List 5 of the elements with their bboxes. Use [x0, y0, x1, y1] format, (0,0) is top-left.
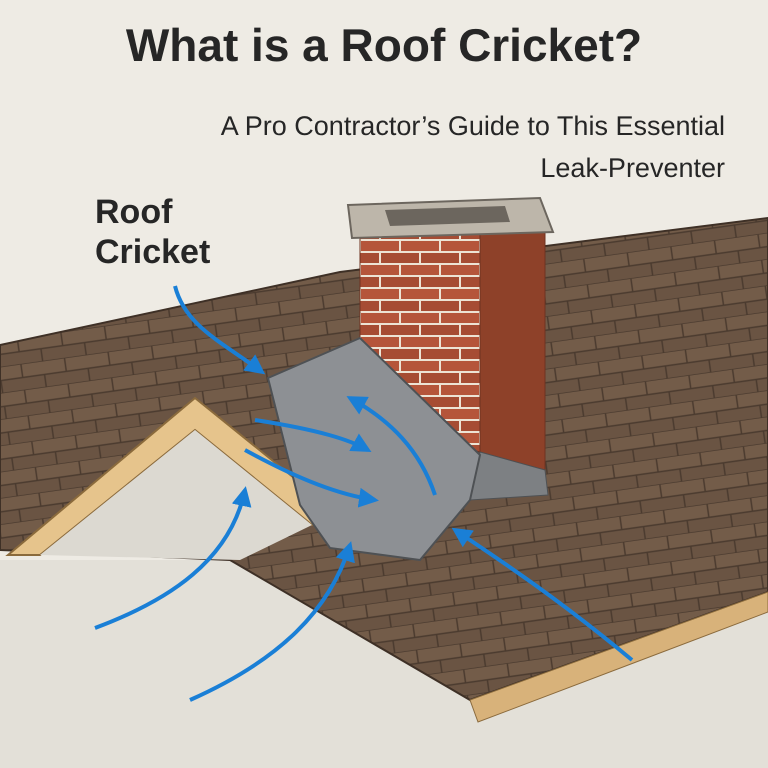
callout-label: Roof Cricket: [95, 192, 255, 272]
subtitle: A Pro Contractor’s Guide to This Essential Leak-Preventer: [220, 110, 725, 185]
leader-arrow: [173, 285, 266, 374]
title: What is a Roof Cricket?: [124, 18, 644, 72]
roof-cricket: [266, 336, 482, 562]
